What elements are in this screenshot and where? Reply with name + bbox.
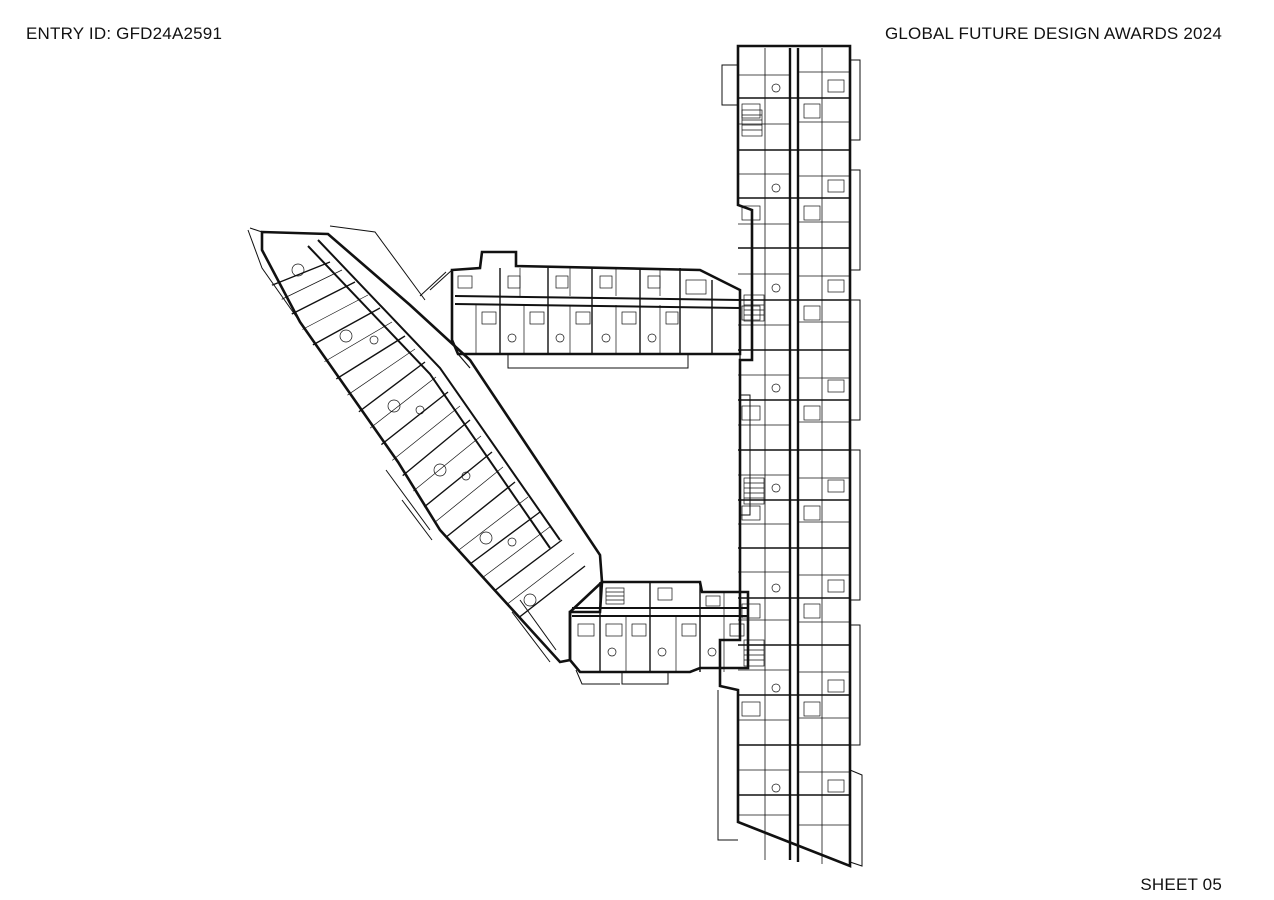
south-wing bbox=[568, 580, 750, 685]
west-wing bbox=[247, 225, 604, 664]
entry-id-label: ENTRY ID: GFD24A2591 bbox=[26, 24, 223, 43]
south-wing-unit-partitions bbox=[577, 582, 745, 672]
north-wing-unit-partitions bbox=[457, 268, 713, 354]
sheet-number: SHEET 05 bbox=[1140, 875, 1222, 894]
west-wing-unit-partitions bbox=[259, 239, 586, 627]
east-wing bbox=[717, 44, 863, 868]
east-wing-unit-partitions bbox=[738, 48, 850, 864]
north-wing bbox=[419, 250, 742, 369]
courtyard-edges bbox=[457, 353, 741, 592]
award-title: GLOBAL FUTURE DESIGN AWARDS 2024 bbox=[884, 24, 1222, 43]
